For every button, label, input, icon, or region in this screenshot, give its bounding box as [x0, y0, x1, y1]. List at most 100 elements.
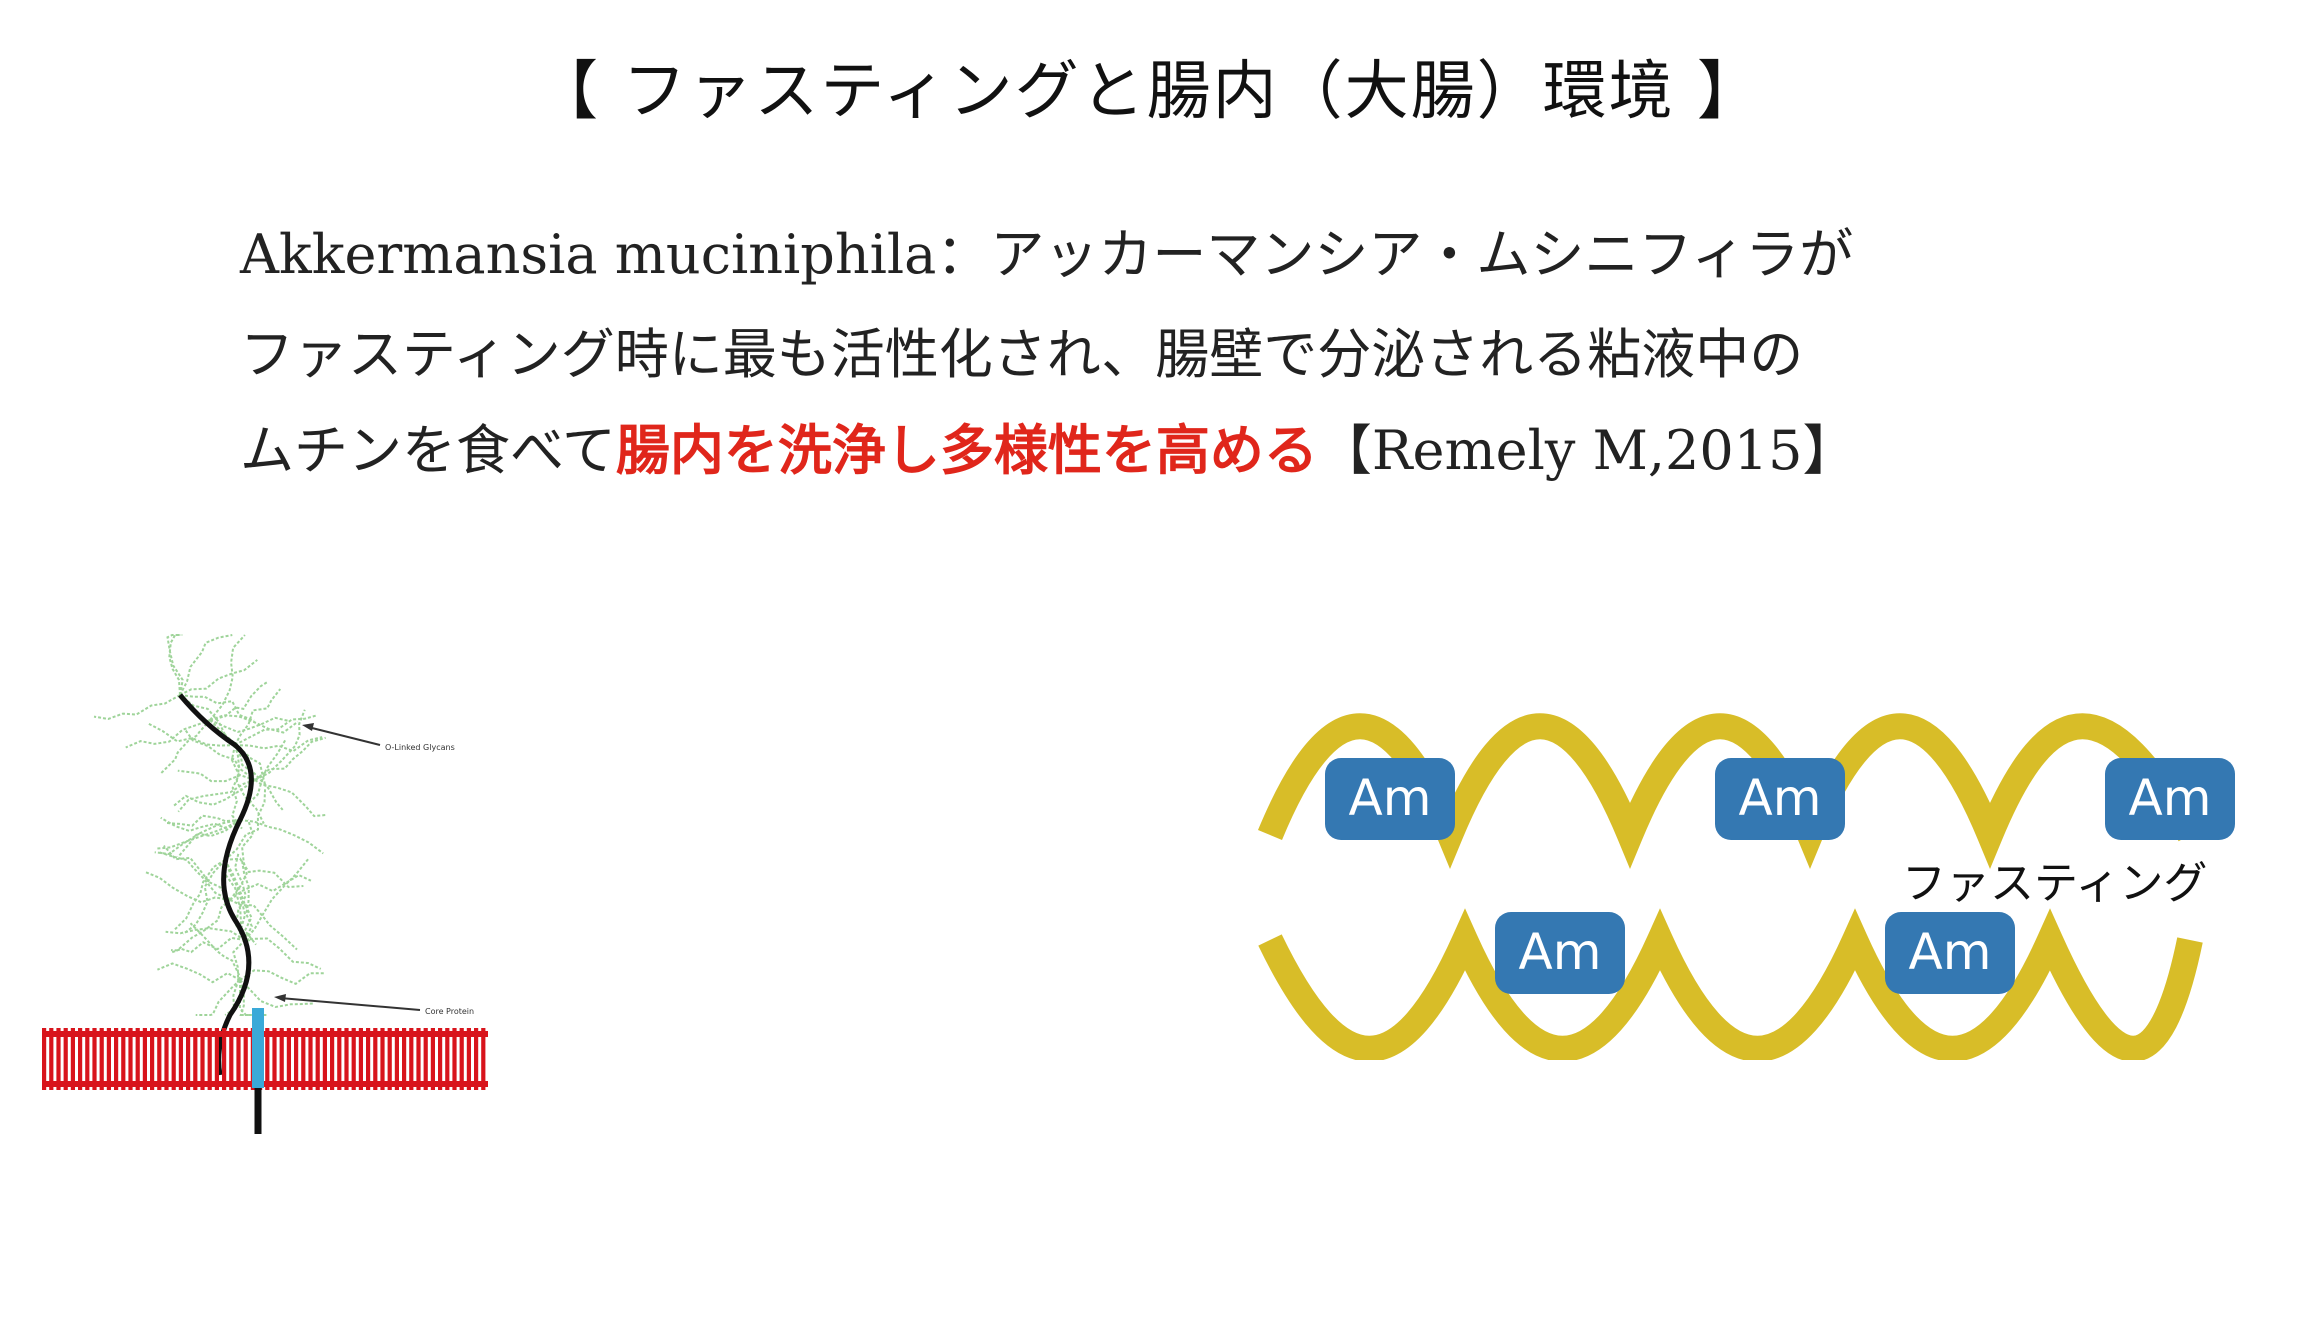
- highlight-text: 腸内を洗浄し多様性を高める: [615, 418, 1318, 482]
- glycan-branch: [163, 844, 231, 901]
- membrane-layer: [42, 1031, 488, 1037]
- glycan-branch: [229, 819, 255, 901]
- glycan-branch: [179, 659, 258, 696]
- glycan-branch: [177, 769, 256, 783]
- membrane-lipid: [128, 1028, 133, 1090]
- glycan-branch: [125, 719, 211, 749]
- bacteria-am-1: Am: [1325, 758, 1455, 840]
- glycan-branch: [209, 719, 267, 787]
- membrane-lipid: [265, 1028, 270, 1090]
- glycan-branch: [234, 744, 284, 811]
- membrane-lipid: [351, 1028, 356, 1090]
- membrane-lipid: [200, 1028, 205, 1090]
- membrane-lipid: [409, 1028, 414, 1090]
- bacteria-am-5: Am: [1885, 912, 2015, 994]
- glycan-branch: [234, 744, 265, 824]
- glycan-branch: [171, 936, 246, 954]
- slide-title: 【 ファスティングと腸内（大腸）環境 】: [534, 55, 1763, 129]
- glycan-branch: [239, 979, 252, 1016]
- glycan-branches: [93, 634, 327, 1016]
- glycan-branch: [234, 714, 317, 746]
- glycan-branch: [183, 728, 256, 781]
- bacteria-am-3: Am: [2105, 758, 2235, 840]
- membrane-lipid: [49, 1028, 54, 1090]
- membrane-lipid: [214, 1028, 219, 1090]
- membrane-lipid: [402, 1028, 407, 1090]
- membrane-lipid: [301, 1028, 306, 1090]
- membrane-lipid: [171, 1028, 176, 1090]
- glycan-branch: [209, 714, 299, 734]
- membrane-lipid: [85, 1028, 90, 1090]
- svg-text:Am: Am: [1909, 923, 1992, 981]
- bacteria-am-2: Am: [1715, 758, 1845, 840]
- membrane-lipid: [279, 1028, 284, 1090]
- glycan-branch: [224, 788, 267, 861]
- description-line-1: Akkermansia muciniphila：アッカーマンシア・ムシニフィラが: [240, 223, 1854, 286]
- cell-membrane: [42, 1028, 488, 1090]
- glycan-branch: [229, 873, 312, 901]
- glycan-branch: [154, 819, 241, 856]
- glycan-branch: [168, 634, 183, 696]
- membrane-lipid: [178, 1028, 183, 1090]
- glycan-branch: [234, 736, 323, 753]
- membrane-lipid: [121, 1028, 126, 1090]
- glycan-branch: [195, 979, 241, 1016]
- membrane-layer: [42, 1081, 488, 1087]
- glycan-branch: [254, 709, 306, 781]
- protein-chain: [178, 693, 254, 1076]
- membrane-lipid: [366, 1028, 371, 1090]
- membrane-lipid: [423, 1028, 428, 1090]
- glycan-branch: [234, 688, 282, 746]
- membrane-lipid: [207, 1028, 212, 1090]
- glycan-branch: [244, 937, 322, 970]
- membrane-lipid: [135, 1028, 140, 1090]
- membrane-lipid: [481, 1028, 486, 1090]
- glycan-branch: [239, 969, 325, 985]
- membrane-lipid: [106, 1028, 111, 1090]
- glycan-branch: [148, 722, 236, 747]
- membrane-lipid: [387, 1028, 392, 1090]
- glycan-branch: [224, 859, 257, 946]
- glycan-branch: [209, 716, 289, 734]
- membrane-lipid: [445, 1028, 450, 1090]
- membrane-lipid: [56, 1028, 61, 1090]
- glycan-branch: [160, 816, 241, 832]
- svg-text:Am: Am: [1519, 923, 1602, 981]
- membrane-lipid: [222, 1028, 227, 1090]
- membrane-lipid: [380, 1028, 385, 1090]
- description-line-3: ムチンを食べて腸内を洗浄し多様性を高める【Remely M,2015】: [240, 400, 2280, 501]
- membrane-lipid: [186, 1028, 191, 1090]
- membrane-lipid: [63, 1028, 68, 1090]
- glycan-branch: [179, 634, 233, 696]
- membrane-lipid: [243, 1028, 248, 1090]
- glycan-branch: [224, 857, 304, 889]
- membrane-lipid: [344, 1028, 349, 1090]
- lower-wave: [1258, 908, 2203, 1060]
- membrane-lipid: [193, 1028, 198, 1090]
- membrane-lipid: [416, 1028, 421, 1090]
- membrane-lipid: [337, 1028, 342, 1090]
- membrane-lipid: [330, 1028, 335, 1090]
- description-line-2: ファスティング時に最も活性化され、腸壁で分泌される粘液中の: [240, 323, 1804, 386]
- membrane-lipid: [99, 1028, 104, 1090]
- glycan-branch: [254, 736, 326, 781]
- membrane-lipid: [438, 1028, 443, 1090]
- glycan-branch: [182, 859, 226, 935]
- glycan-branch: [172, 779, 256, 808]
- svg-text:Am: Am: [2129, 769, 2212, 827]
- glycan-branch: [93, 694, 181, 721]
- glycan-branch: [241, 860, 253, 941]
- glycan-branch: [209, 634, 246, 721]
- membrane-lipid: [358, 1028, 363, 1090]
- svg-text:Am: Am: [1349, 769, 1432, 827]
- glycan-branch: [229, 899, 298, 951]
- glycan-branch: [230, 744, 243, 830]
- glycan-branch: [209, 680, 269, 721]
- membrane-lipid: [114, 1028, 119, 1090]
- membrane-lipid: [474, 1028, 479, 1090]
- line-3-prefix: ムチンを食べて: [240, 419, 616, 482]
- membrane-lipid: [150, 1028, 155, 1090]
- intestine-diagram: Am Am Am Am Am ファスティング: [1257, 713, 2235, 1060]
- membrane-lipid: [229, 1028, 234, 1090]
- glycan-branch: [177, 779, 256, 813]
